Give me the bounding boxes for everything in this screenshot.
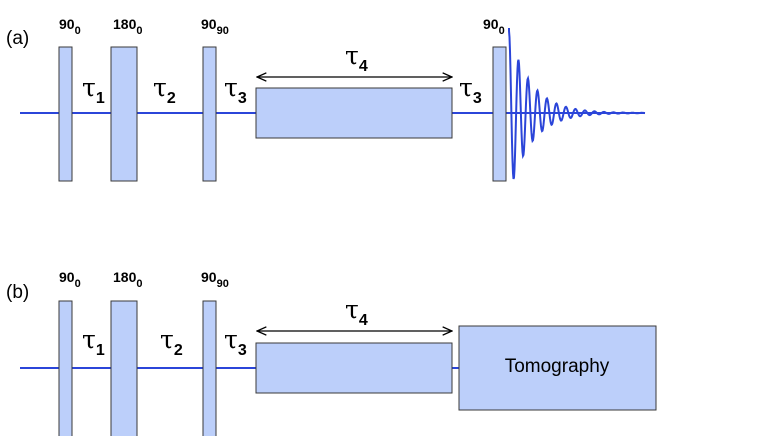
panel-b-pulse-90-0 [58, 300, 73, 436]
panel-a-pulse-90-0-readout [492, 46, 507, 182]
panel-b-pulse-label-3: 9090 [201, 269, 229, 290]
panel-a-pulse-90-90 [202, 46, 217, 182]
panel-b-delay-tau2: τ2 [160, 325, 183, 359]
panel-a: (a) 900 1800 9090 900 τ1 τ2 τ3 τ4 τ3 [6, 16, 646, 182]
panel-a-pulse-label-1: 900 [59, 16, 81, 37]
panel-b-tomography-block [458, 325, 657, 411]
panel-b-pulse-180-0 [110, 300, 138, 436]
panel-b-delay-tau3: τ3 [224, 325, 247, 359]
panel-b-pulse-label-2: 1800 [113, 269, 142, 290]
panel-a-delay-tau3: τ3 [224, 73, 247, 107]
panel-b-mixing-block [255, 342, 453, 394]
panel-a-pulse-label-3: 9090 [201, 16, 229, 37]
panel-b-pulse-label-1: 900 [59, 269, 81, 290]
panel-a-pulse-90-0 [58, 46, 73, 182]
panel-b-delay-tau1: τ1 [82, 325, 105, 359]
panel-b-pulse-90-90 [202, 300, 217, 436]
panel-a-label: (a) [6, 28, 29, 49]
panel-b: (b) Tomography 900 1800 9090 τ1 τ2 τ3 τ4 [6, 269, 657, 436]
panel-a-delay-tau2: τ2 [153, 73, 176, 107]
panel-a-delay-tau4: τ4 [345, 41, 368, 75]
panel-a-pulse-180-0 [110, 46, 138, 182]
panel-a-mixing-block [255, 87, 453, 139]
panel-a-fid-signal [508, 28, 646, 180]
panel-a-delay-tau3-second: τ3 [459, 73, 482, 107]
panel-a-pulse-label-2: 1800 [113, 16, 142, 37]
panel-b-delay-tau4: τ4 [345, 295, 368, 329]
panel-b-label: (b) [6, 282, 29, 303]
panel-a-delay-tau1: τ1 [82, 73, 105, 107]
panel-b-tomography-label: Tomography [505, 356, 610, 377]
panel-a-pulse-label-4: 900 [483, 16, 505, 37]
